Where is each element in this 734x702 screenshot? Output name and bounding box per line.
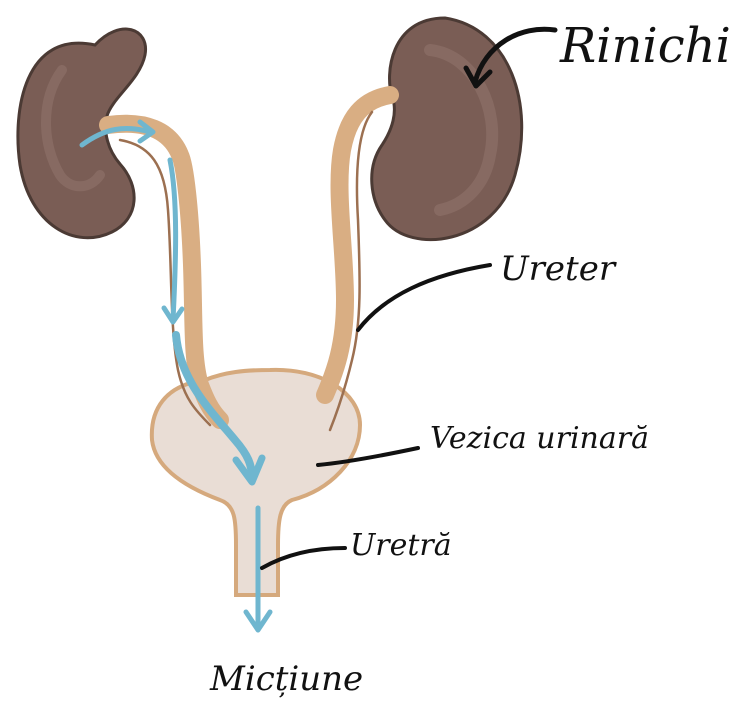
label-kidneys: Rinichi — [559, 18, 731, 74]
pointer-ureter — [358, 265, 490, 330]
right-ureter — [325, 95, 390, 395]
label-urethra: Uretră — [350, 528, 452, 563]
label-micturition: Micțiune — [209, 659, 363, 699]
label-ureter: Ureter — [500, 249, 617, 289]
label-bladder: Vezica urinară — [430, 421, 649, 456]
kidneys — [18, 18, 522, 240]
left-kidney — [18, 29, 146, 238]
